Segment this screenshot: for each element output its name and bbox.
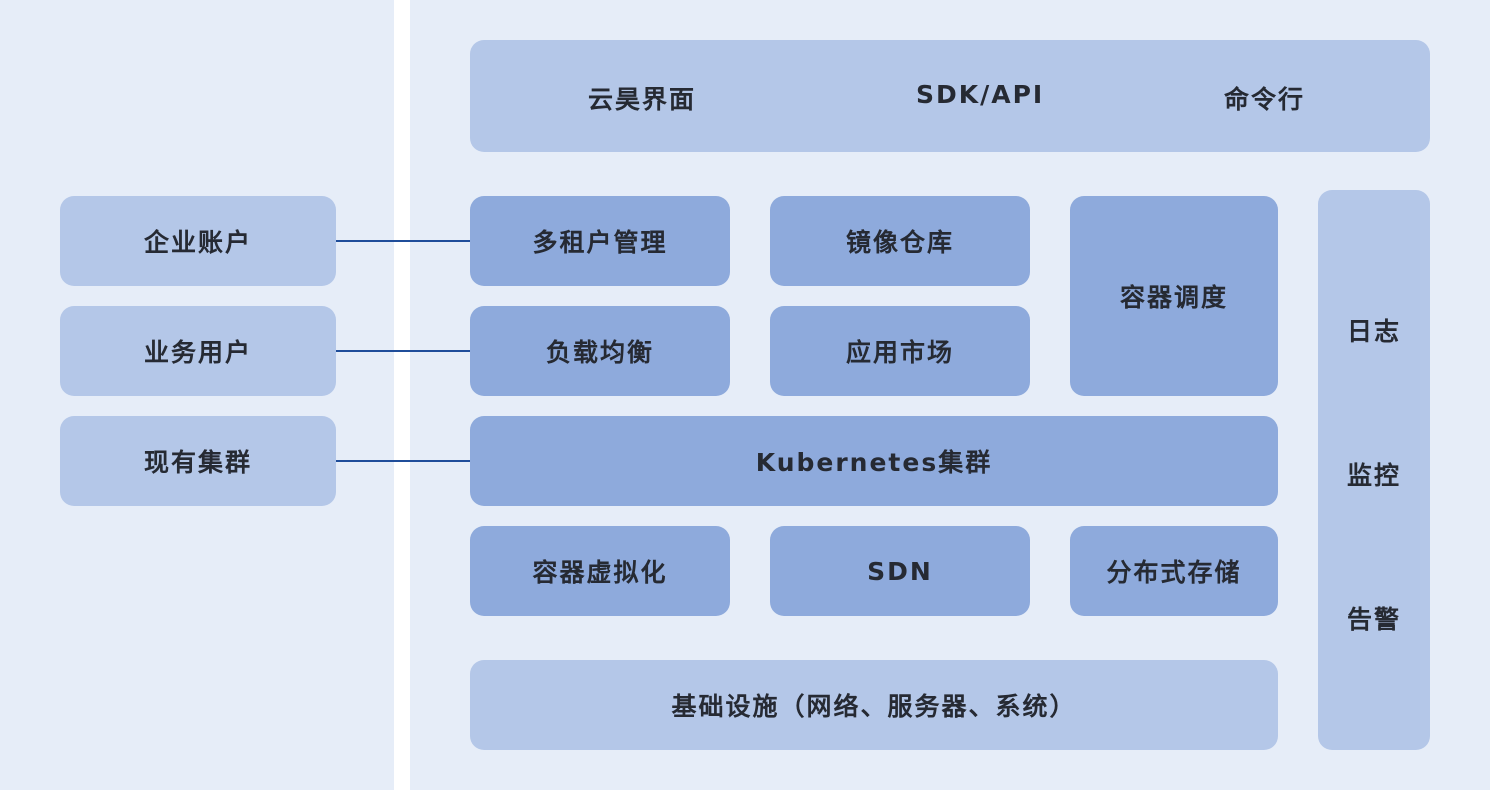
service-label: 多租户管理 — [532, 228, 668, 257]
service-multi-tenant: 多租户管理 — [470, 196, 730, 286]
user-label: 现有集群 — [143, 448, 252, 477]
ops-bar: 日志 监控 告警 — [1318, 190, 1430, 750]
access-cli: 命令行 — [1224, 85, 1306, 114]
access-web-ui: 云昊界面 — [588, 85, 697, 114]
service-label: 应用市场 — [845, 338, 954, 367]
access-bar: 云昊界面 SDK/API 命令行 — [470, 40, 1430, 152]
kubernetes-cluster: Kubernetes集群 — [470, 416, 1278, 506]
service-label: 镜像仓库 — [845, 228, 954, 257]
user-label: 企业账户 — [143, 228, 252, 257]
access-sdk-api: SDK/API — [916, 80, 1045, 109]
service-load-balance: 负载均衡 — [470, 306, 730, 396]
service-scheduling: 容器调度 — [1070, 196, 1278, 396]
runtime-label: 容器虚拟化 — [532, 558, 668, 587]
user-existing-cluster: 现有集群 — [60, 416, 336, 506]
runtime-label: 分布式存储 — [1106, 558, 1242, 587]
service-app-market: 应用市场 — [770, 306, 1030, 396]
connector-line — [336, 350, 470, 352]
infrastructure-layer: 基础设施（网络、服务器、系统） — [470, 660, 1278, 750]
ops-monitoring: 监控 — [1346, 461, 1401, 490]
user-enterprise-account: 企业账户 — [60, 196, 336, 286]
ops-alerts: 告警 — [1346, 605, 1401, 634]
connector-line — [336, 240, 470, 242]
connector-line — [336, 460, 470, 462]
user-business-user: 业务用户 — [60, 306, 336, 396]
runtime-virtualization: 容器虚拟化 — [470, 526, 730, 616]
service-image-repo: 镜像仓库 — [770, 196, 1030, 286]
ops-logs: 日志 — [1346, 317, 1401, 346]
runtime-sdn: SDN — [770, 526, 1030, 616]
kubernetes-label: Kubernetes集群 — [755, 448, 993, 477]
runtime-label: SDN — [867, 556, 933, 586]
service-label: 负载均衡 — [545, 338, 654, 367]
runtime-storage: 分布式存储 — [1070, 526, 1278, 616]
user-label: 业务用户 — [143, 338, 252, 367]
infrastructure-label: 基础设施（网络、服务器、系统） — [671, 692, 1077, 721]
service-label: 容器调度 — [1119, 283, 1228, 312]
